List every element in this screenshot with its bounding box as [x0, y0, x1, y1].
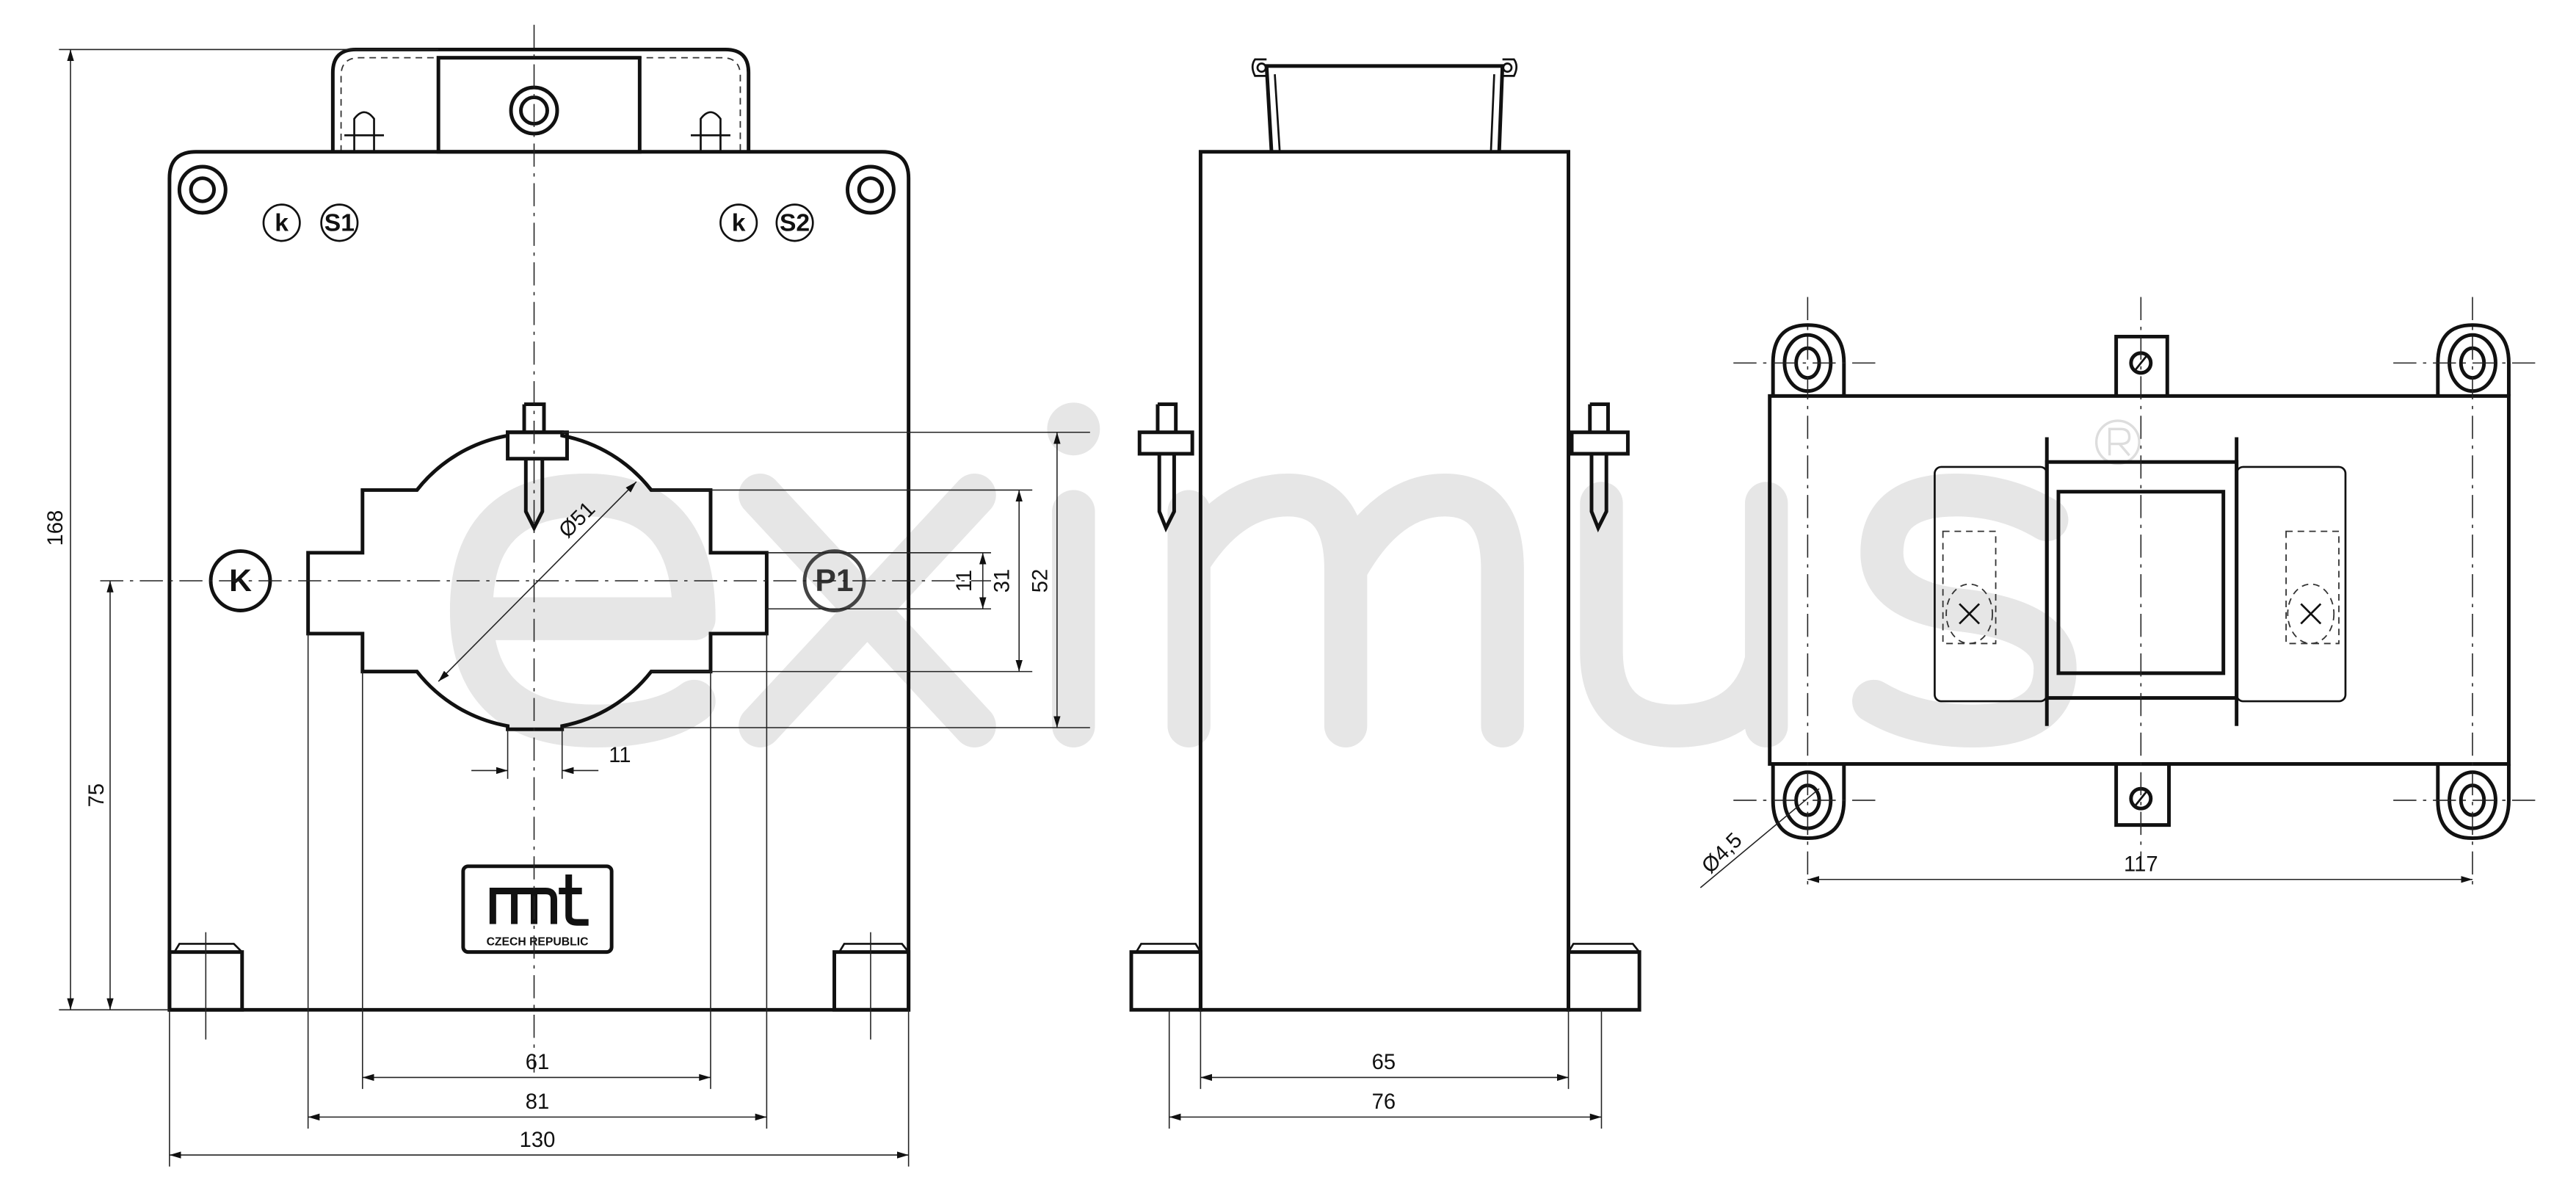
svg-text:81: 81 — [526, 1090, 549, 1114]
dim-117: 117 — [1807, 853, 2473, 883]
svg-text:S1: S1 — [324, 209, 355, 236]
mounting-lug-icon — [1771, 323, 1846, 396]
svg-text:11: 11 — [609, 744, 631, 767]
bolt-icon — [1570, 402, 1630, 533]
dim-right-stack: 11 31 52 — [562, 431, 1090, 728]
dim-65: 65 — [1200, 1010, 1570, 1090]
svg-text:65: 65 — [1372, 1051, 1396, 1074]
screw-icon — [2114, 764, 2171, 827]
screw-icon — [691, 111, 730, 152]
dim-75: 75 — [85, 581, 114, 1010]
svg-text:130: 130 — [520, 1129, 556, 1152]
mounting-ear-icon — [1501, 58, 1518, 77]
top-view: 117 Ø4,5 — [1697, 297, 2542, 891]
registered-mark — [2094, 419, 2141, 466]
mounting-lug-icon — [2436, 323, 2511, 396]
dim-61: 61 — [362, 671, 711, 1090]
svg-text:31: 31 — [991, 569, 1015, 593]
terminal-mark-s2: S2 — [775, 203, 814, 242]
bolt-icon — [1137, 402, 1194, 533]
svg-text:117: 117 — [2124, 853, 2158, 877]
front-view: k S1 k S2 K P1 CZECH REPUBLIC 168 — [44, 24, 1090, 1167]
mounting-lug-icon — [1771, 764, 1846, 841]
mt-logo: CZECH REPUBLIC — [461, 864, 614, 955]
logo-subtitle: CZECH REPUBLIC — [487, 936, 589, 949]
dim-130: 130 — [169, 1010, 910, 1167]
mt-logo-lettering — [489, 874, 589, 926]
dim-168: 168 — [44, 48, 439, 1011]
svg-text:168: 168 — [44, 510, 68, 546]
mounting-ear-icon — [1251, 58, 1269, 77]
watermark — [449, 402, 2141, 747]
svg-text:76: 76 — [1372, 1090, 1396, 1114]
screw-icon — [2114, 334, 2169, 396]
svg-text:11: 11 — [953, 570, 976, 592]
svg-text:S2: S2 — [780, 209, 810, 236]
svg-text:k: k — [732, 209, 746, 236]
terminal-mark-k1: k — [262, 203, 301, 242]
screw-head-icon — [2287, 583, 2335, 645]
screw-head-icon — [1945, 583, 1993, 645]
terminal-mark-k2: k — [719, 203, 758, 242]
svg-text:k: k — [275, 209, 289, 236]
svg-text:Ø4,5: Ø4,5 — [1697, 828, 1746, 877]
dim-81: 81 — [307, 633, 768, 1129]
terminal-mark-s1: S1 — [320, 203, 359, 242]
mounting-lug-icon — [2436, 764, 2511, 841]
watermark-lettering — [449, 402, 2077, 747]
svg-text:52: 52 — [1028, 569, 1052, 593]
dim-11-notch: 11 — [471, 729, 631, 779]
side-view: 65 76 — [1129, 58, 1641, 1129]
svg-text:75: 75 — [85, 783, 109, 807]
svg-text:61: 61 — [526, 1051, 549, 1074]
dim-76: 76 — [1168, 1010, 1603, 1129]
screw-icon — [344, 111, 385, 152]
